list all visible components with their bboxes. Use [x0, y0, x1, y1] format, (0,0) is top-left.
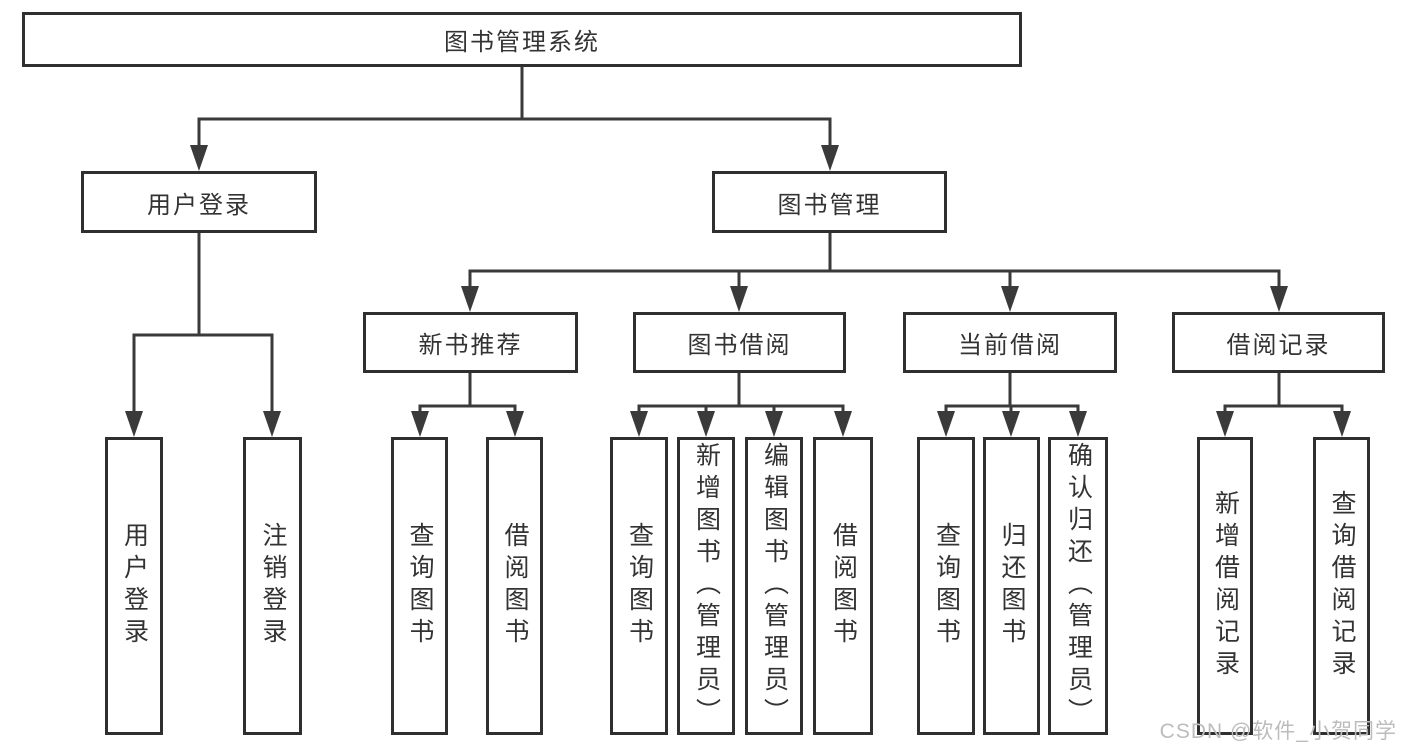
leaf-confirm-return-admin-label: 确认归还（管理员） [1064, 442, 1093, 730]
leaf-user-login: 用户登录 [105, 437, 163, 735]
leaf-query-books-b-label: 查询图书 [625, 522, 654, 650]
leaf-query-borrow-record-label: 查询借阅记录 [1328, 490, 1356, 682]
leaf-query-books-a-label: 查询图书 [406, 522, 434, 650]
leaf-add-books-admin: 新增图书（管理员） [677, 437, 735, 735]
leaf-borrow-books-a-label: 借阅图书 [501, 522, 529, 650]
leaf-return-books-label: 归还图书 [998, 522, 1026, 650]
leaf-add-borrow-record: 新增借阅记录 [1197, 437, 1253, 735]
node-book-management-branch-label: 图书管理 [777, 191, 882, 219]
leaf-add-borrow-record-label: 新增借阅记录 [1211, 490, 1240, 682]
node-new-book-recommend: 新书推荐 [363, 312, 578, 373]
leaf-edit-books-admin-label: 编辑图书（管理员） [760, 442, 789, 730]
leaf-query-books-a: 查询图书 [391, 437, 448, 735]
node-book-borrowing: 图书借阅 [633, 312, 846, 373]
node-user-login-branch-label: 用户登录 [147, 191, 251, 219]
leaf-logout: 注销登录 [243, 437, 302, 735]
leaf-edit-books-admin: 编辑图书（管理员） [745, 437, 803, 735]
leaf-user-login-label: 用户登录 [120, 522, 149, 650]
node-current-borrowing: 当前借阅 [903, 312, 1117, 373]
leaf-return-books: 归还图书 [983, 437, 1040, 735]
node-book-borrowing-label: 图书借阅 [687, 332, 792, 359]
node-borrowing-records: 借阅记录 [1172, 312, 1385, 373]
leaf-borrow-books-a: 借阅图书 [486, 437, 543, 735]
leaf-query-books-c: 查询图书 [917, 437, 975, 735]
leaf-add-books-admin-label: 新增图书（管理员） [692, 442, 721, 730]
node-user-login-branch: 用户登录 [81, 171, 317, 233]
node-root: 图书管理系统 [22, 12, 1022, 67]
node-borrowing-records-label: 借阅记录 [1226, 332, 1331, 359]
leaf-query-borrow-record: 查询借阅记录 [1313, 437, 1370, 735]
node-new-book-recommend-label: 新书推荐 [418, 332, 523, 359]
node-current-borrowing-label: 当前借阅 [958, 332, 1062, 359]
leaf-borrow-books-b: 借阅图书 [813, 437, 873, 735]
leaf-confirm-return-admin: 确认归还（管理员） [1048, 437, 1108, 735]
node-book-management-branch: 图书管理 [712, 171, 947, 233]
leaf-query-books-b: 查询图书 [610, 437, 668, 735]
leaf-borrow-books-b-label: 借阅图书 [829, 522, 858, 650]
watermark: CSDN @软件_小贺同学 [1159, 720, 1397, 743]
leaf-query-books-c-label: 查询图书 [932, 522, 961, 650]
leaf-logout-label: 注销登录 [259, 522, 287, 650]
node-root-label: 图书管理系统 [444, 29, 600, 56]
